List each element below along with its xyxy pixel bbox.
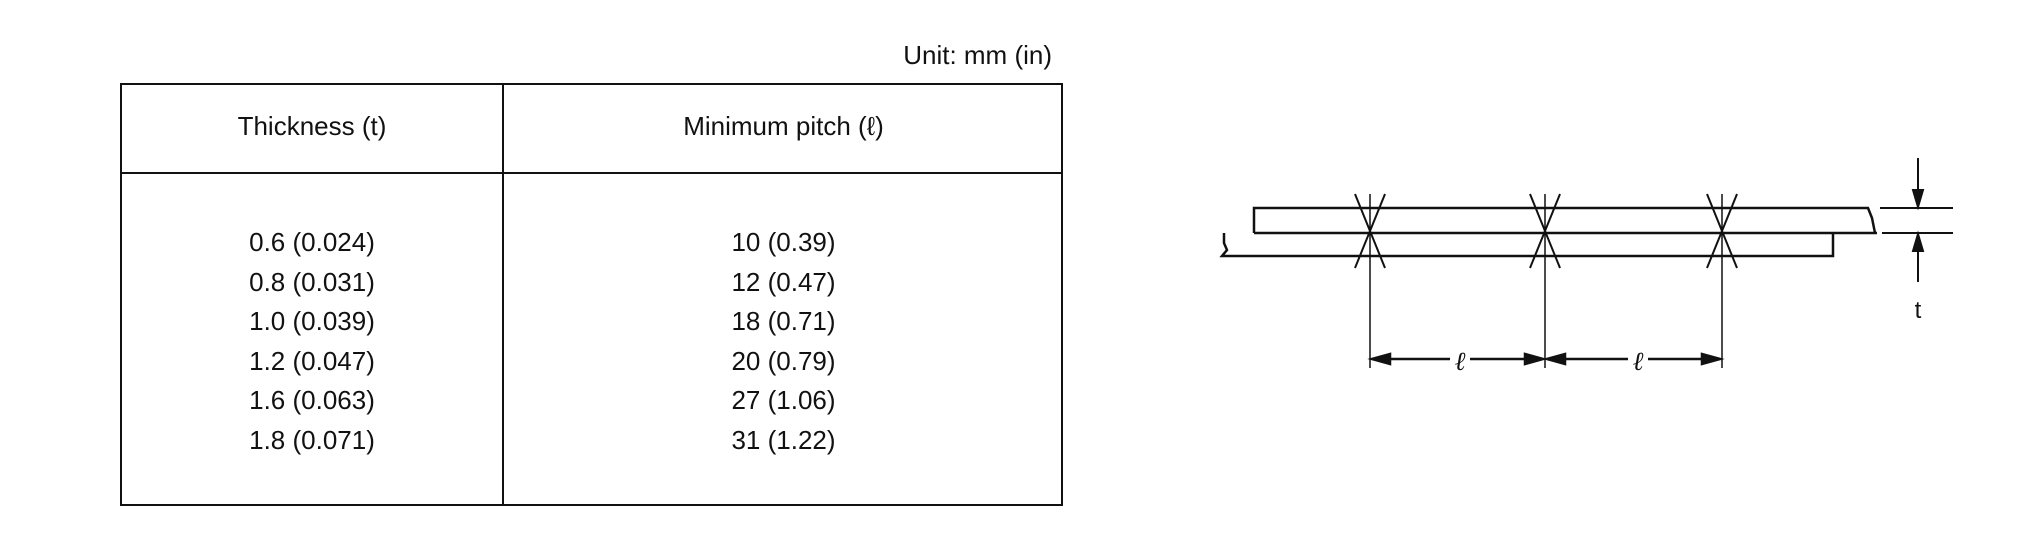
pitch-label: ℓ [1633,347,1644,376]
thickness-dimension [1880,158,1953,282]
header-divider [122,172,1061,174]
pitch-extension-lines [1369,194,1723,368]
table-cell: 1.2 (0.047) [249,345,375,376]
lower-plate [1219,233,1835,258]
table-cell: 0.6 (0.024) [249,227,375,257]
thickness-column: 0.6 (0.024) 0.8 (0.031) 1.0 (0.039) 1.2 … [122,223,502,460]
table-cell: 27 (1.06) [731,385,836,415]
pitch-label: ℓ [1455,347,1466,376]
table-cell: 1.6 (0.063) [249,385,375,415]
table-cell: 1.0 (0.039) [249,306,375,336]
thickness-pitch-table: Thickness (t) Minimum pitch (ℓ) 0.6 (0.0… [120,83,1063,506]
header-thickness: Thickness (t) [237,111,387,141]
thickness-label: t [1915,297,1922,324]
pitch-dimension-arrows [1367,352,1725,366]
table-cell: 10 (0.39) [731,227,836,257]
upper-plate [1252,206,1877,235]
table-cell: 18 (0.71) [731,306,836,336]
table-cell: 12 (0.47) [731,266,836,297]
unit-label: Unit: mm (in) [903,40,1052,70]
pitch-column: 10 (0.39) 12 (0.47) 18 (0.71) 20 (0.79) … [504,223,1063,460]
header-minimum-pitch: Minimum pitch (ℓ) [683,111,884,141]
column-divider [502,85,504,504]
table-cell: 20 (0.79) [731,345,836,376]
table-cell: 0.8 (0.031) [249,266,375,297]
table-cell: 31 (1.22) [731,424,836,455]
table-cell: 1.8 (0.071) [249,424,375,455]
